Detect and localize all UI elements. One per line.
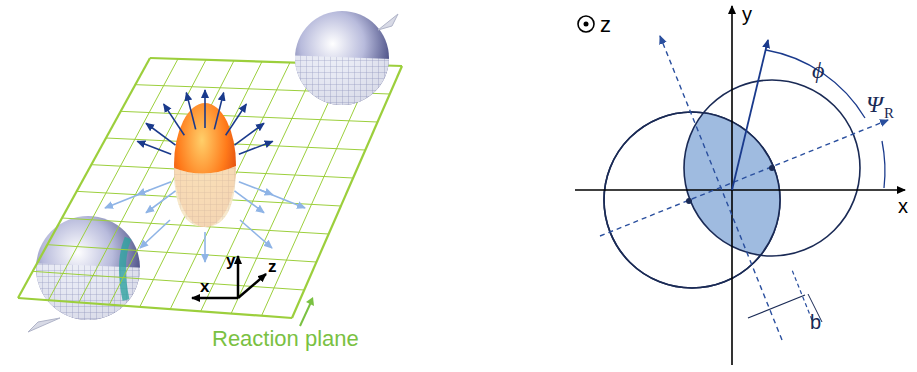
grid-line xyxy=(260,190,305,208)
grid-line xyxy=(214,93,223,130)
grid-line xyxy=(170,62,290,309)
nucleus-right xyxy=(295,11,398,105)
grid-line xyxy=(18,298,292,318)
grid-line xyxy=(226,104,247,135)
transverse-plane xyxy=(575,6,905,365)
axis-label: z xyxy=(600,14,611,36)
grid-line xyxy=(146,123,175,145)
grid-line xyxy=(234,123,263,145)
grid-line xyxy=(146,191,175,213)
axis-label: y xyxy=(742,4,752,24)
leader-arrowhead xyxy=(306,297,314,306)
grid-line xyxy=(204,232,206,262)
grid-line xyxy=(164,104,185,135)
flow-arrows xyxy=(105,90,305,262)
axis-label: x xyxy=(200,278,209,295)
grid-line xyxy=(105,190,150,208)
grid-line xyxy=(186,93,195,130)
axis-label: y xyxy=(226,252,235,269)
grid-line xyxy=(33,271,305,290)
grid-line xyxy=(262,65,374,316)
grid-line xyxy=(240,220,272,248)
grid-line xyxy=(204,90,206,128)
grid-line xyxy=(140,220,170,248)
angle-subscript: R xyxy=(884,106,894,121)
grid-line xyxy=(137,141,171,154)
grid-line xyxy=(234,191,263,213)
axis-label: z xyxy=(268,258,277,275)
angle-label: Ψ xyxy=(866,92,883,116)
axis-label: x xyxy=(898,196,908,216)
angle-label: ϕ xyxy=(812,58,824,82)
grid-line xyxy=(18,58,150,298)
grid-line xyxy=(121,111,378,122)
grid-line xyxy=(48,59,178,300)
grid-line xyxy=(239,141,273,154)
distance-label: b xyxy=(810,312,821,332)
plane-label: Reaction plane xyxy=(212,328,359,350)
